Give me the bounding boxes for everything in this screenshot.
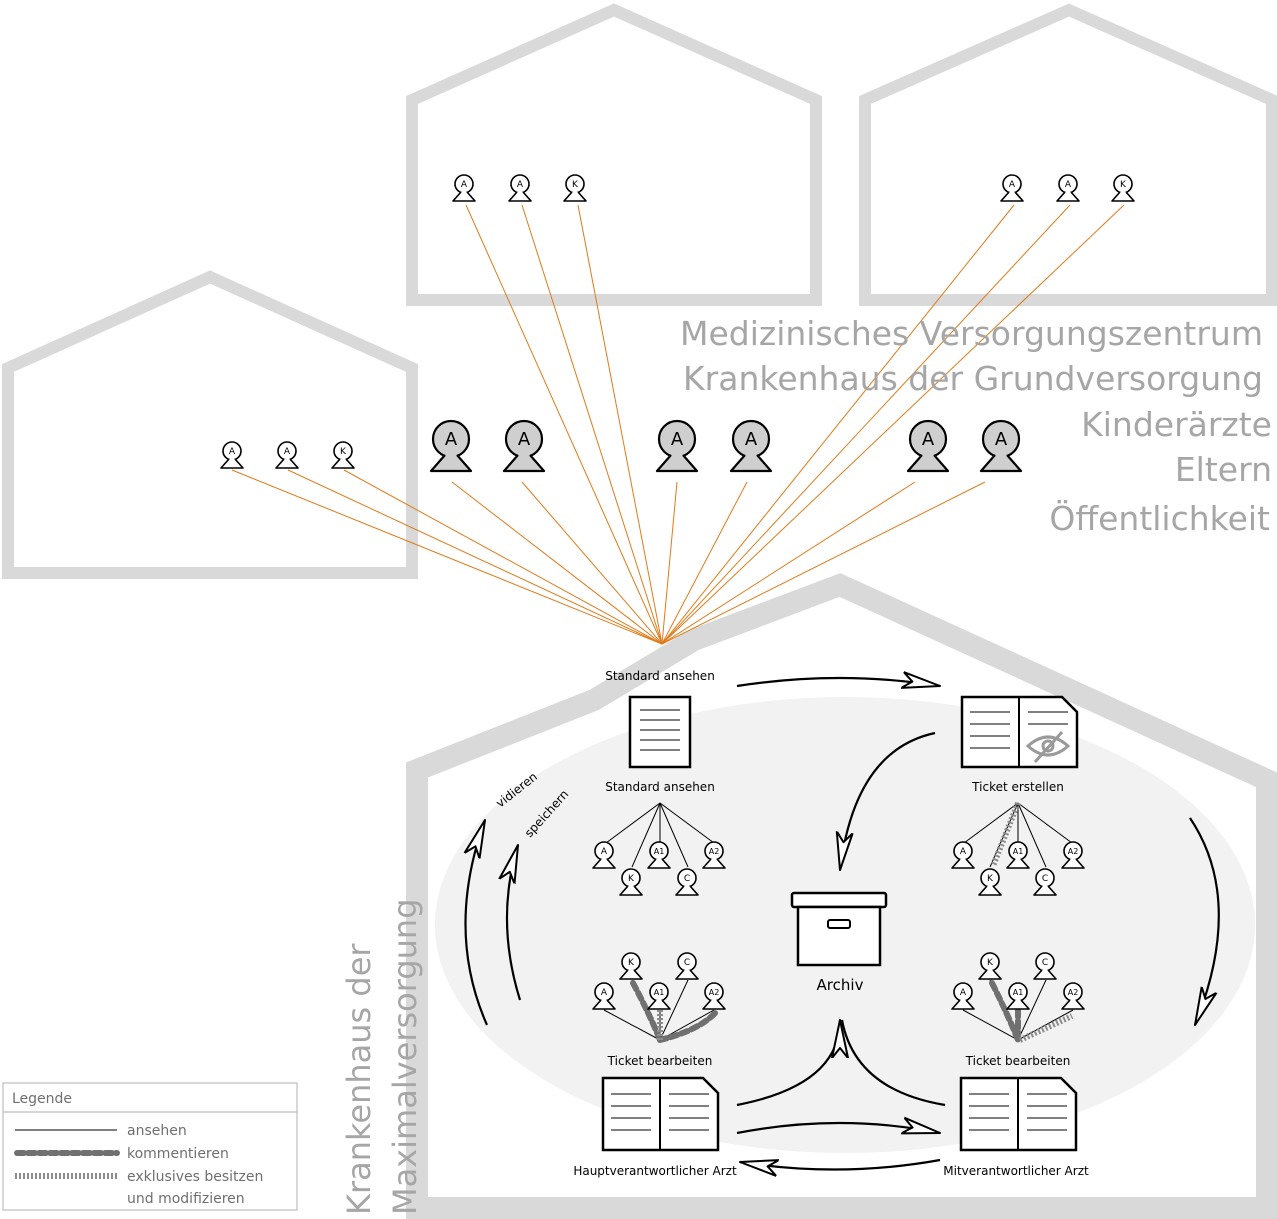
svg-text:C: C (1042, 958, 1048, 968)
svg-text:Ticket bearbeiten: Ticket bearbeiten (965, 1054, 1071, 1068)
svg-text:C: C (1042, 874, 1048, 884)
access-lines (231, 204, 1125, 645)
svg-text:kommentieren: kommentieren (127, 1146, 229, 1162)
section-standard: Standard ansehen Standard ansehen A A1 A… (592, 669, 726, 896)
svg-text:Standard ansehen: Standard ansehen (605, 669, 715, 683)
persons-large: A A A A A A (429, 419, 1023, 473)
house-main (406, 573, 1277, 1219)
legend-title: Legende (12, 1091, 72, 1107)
svg-text:Ticket erstellen: Ticket erstellen (971, 780, 1064, 794)
section-haupt: K C A A1 A2 Ticket bearbeiten Hauptveran… (573, 952, 737, 1178)
label-kinderaerzte: Kinderärzte (1081, 405, 1272, 444)
svg-text:A: A (518, 429, 531, 450)
house-top-middle (406, 3, 822, 306)
archive-label: Archiv (817, 976, 864, 994)
cycle-arrows (465, 678, 1220, 1170)
svg-text:A: A (745, 429, 758, 450)
svg-text:A: A (601, 988, 608, 998)
svg-text:A2: A2 (1068, 988, 1079, 997)
svg-text:ansehen: ansehen (127, 1123, 187, 1139)
svg-text:A: A (229, 447, 236, 457)
svg-text:A: A (601, 847, 608, 857)
label-eltern: Eltern (1175, 450, 1272, 489)
svg-text:Hauptverantwortlicher Arzt: Hauptverantwortlicher Arzt (573, 1164, 737, 1178)
persons-top-middle: A A K (452, 174, 587, 202)
svg-text:A1: A1 (1013, 847, 1024, 856)
svg-text:A: A (445, 429, 458, 450)
label-mvz: Medizinisches Versorgungszentrum (680, 314, 1263, 353)
svg-text:K: K (340, 447, 347, 457)
svg-text:Ticket bearbeiten: Ticket bearbeiten (607, 1054, 713, 1068)
svg-text:Mitverantwortlicher Arzt: Mitverantwortlicher Arzt (943, 1164, 1089, 1178)
svg-text:Krankenhaus der: Krankenhaus der (340, 943, 378, 1215)
svg-text:A: A (1009, 180, 1016, 190)
svg-text:C: C (684, 958, 690, 968)
house-top-right (859, 3, 1277, 306)
section-mit: K C A A1 A2 Ticket bearbeiten Mitverantw… (943, 952, 1089, 1178)
svg-text:A1: A1 (654, 847, 665, 856)
svg-text:A1: A1 (1013, 988, 1024, 997)
book-icon (601, 1076, 720, 1152)
svg-text:und modifizieren: und modifizieren (127, 1191, 245, 1207)
svg-text:A2: A2 (709, 988, 720, 997)
svg-text:A: A (671, 429, 684, 450)
section-ticket-erstellen: Ticket erstellen A A1 A2 K C (951, 695, 1085, 896)
persons-top-right: A A K (1000, 174, 1135, 202)
label-oeffentlichkeit: Öffentlichkeit (1049, 498, 1270, 538)
svg-text:A2: A2 (709, 847, 720, 856)
svg-text:exklusives besitzen: exklusives besitzen (127, 1169, 263, 1185)
archive-box-icon (790, 891, 888, 967)
svg-text:A: A (517, 180, 524, 190)
svg-text:A: A (995, 429, 1008, 450)
svg-text:A: A (960, 847, 967, 857)
svg-text:K: K (572, 180, 579, 190)
label-grundversorgung: Krankenhaus der Grundversorgung (683, 359, 1263, 398)
svg-text:K: K (628, 874, 635, 884)
svg-text:K: K (1120, 180, 1127, 190)
svg-text:Maximalversorgung: Maximalversorgung (386, 898, 424, 1215)
svg-text:A: A (461, 180, 468, 190)
svg-text:A: A (1065, 180, 1072, 190)
svg-text:Standard ansehen: Standard ansehen (605, 780, 715, 794)
svg-text:A2: A2 (1068, 847, 1079, 856)
svg-text:K: K (987, 874, 994, 884)
book-icon (959, 1076, 1078, 1152)
legend: Legende ansehen kommentieren exklusives … (2, 1082, 298, 1211)
persons-left: A A K (220, 441, 355, 469)
house-left (2, 270, 418, 579)
svg-text:C: C (684, 874, 690, 884)
svg-text:A: A (922, 429, 935, 450)
svg-text:A: A (284, 447, 291, 457)
svg-text:A: A (960, 988, 967, 998)
svg-text:K: K (987, 958, 994, 968)
book-icon (960, 695, 1079, 769)
svg-text:K: K (628, 958, 635, 968)
eye-off-icon (1025, 730, 1071, 764)
document-icon (628, 695, 692, 769)
label-maximalversorgung: Krankenhaus der Maximalversorgung (340, 898, 424, 1215)
svg-text:A1: A1 (654, 988, 665, 997)
